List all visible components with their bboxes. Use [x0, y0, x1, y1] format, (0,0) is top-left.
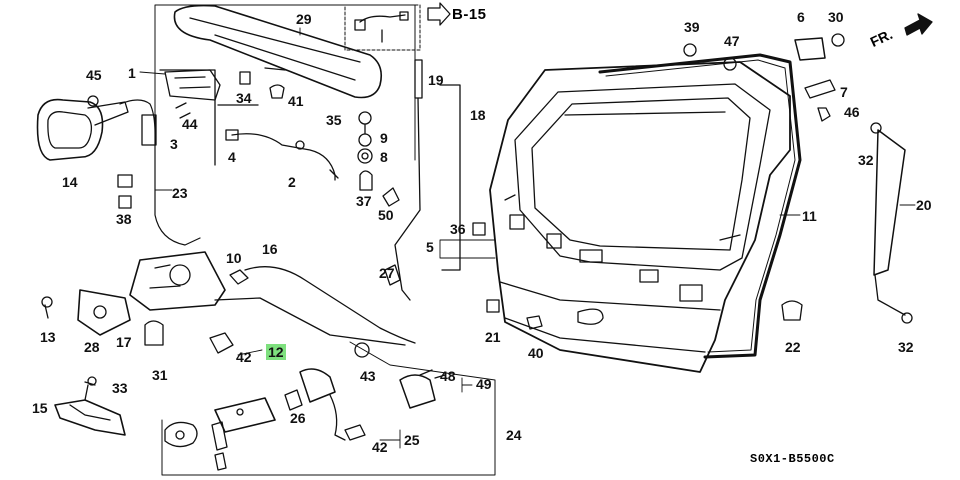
callout-3: 3: [170, 136, 178, 152]
callout-32-top: 32: [858, 152, 874, 168]
outside-handle: [36, 98, 201, 246]
diagram-code: S0X1-B5500C: [750, 452, 835, 466]
callout-30: 30: [828, 9, 844, 25]
callout-7: 7: [840, 84, 848, 100]
actuator-rod: [225, 129, 339, 181]
callout-28: 28: [84, 339, 100, 355]
callout-31: 31: [152, 367, 168, 383]
callout-33: 33: [112, 380, 128, 396]
callout-47: 47: [724, 33, 740, 49]
callout-36: 36: [450, 221, 466, 237]
callout-6: 6: [797, 9, 805, 25]
callout-40: 40: [528, 345, 544, 361]
callout-27: 27: [379, 265, 395, 281]
cylinder-group-box: [161, 341, 496, 476]
callout-20: 20: [916, 197, 932, 213]
callout-5: 5: [426, 239, 434, 255]
callout-15: 15: [32, 400, 48, 416]
callout-9: 9: [380, 130, 388, 146]
latch-bracket: [54, 376, 126, 436]
callout-29: 29: [296, 11, 312, 27]
bumpers: [472, 222, 803, 330]
leader-lines: [139, 27, 916, 449]
callout-37: 37: [356, 193, 372, 209]
handle-bracket: [159, 69, 259, 166]
callout-22: 22: [785, 339, 801, 355]
switch-parts: [87, 95, 133, 209]
callout-26: 26: [290, 410, 306, 426]
callout-24: 24: [506, 427, 522, 443]
callout-10: 10: [226, 250, 242, 266]
callout-43: 43: [360, 368, 376, 384]
callout-49: 49: [476, 376, 492, 392]
tailgate-panel: [489, 61, 791, 373]
callout-14: 14: [62, 174, 78, 190]
lock-cylinder: [164, 342, 446, 471]
callout-25: 25: [404, 432, 420, 448]
callout-11: 11: [802, 208, 817, 224]
callout-18: 18: [470, 107, 486, 123]
callout-42-lower: 42: [372, 439, 388, 455]
latch-assembly: [41, 251, 416, 354]
lock-rod: [384, 59, 461, 301]
callout-19: 19: [428, 72, 444, 88]
callout-44: 44: [182, 116, 198, 132]
gas-strut: [870, 122, 913, 324]
callout-4: 4: [228, 149, 236, 165]
highlighted-callout: 12: [266, 344, 286, 360]
callout-16: 16: [262, 241, 278, 257]
fr-arrow: [904, 13, 933, 36]
callout-41: 41: [288, 93, 304, 109]
callout-39: 39: [684, 19, 700, 35]
callout-34: 34: [236, 90, 252, 106]
callout-38: 38: [116, 211, 132, 227]
callout-48: 48: [440, 368, 456, 384]
cable-connector: [354, 11, 409, 43]
callout-50: 50: [378, 207, 394, 223]
weatherstrip: [598, 53, 802, 359]
callout-8: 8: [380, 149, 388, 165]
hinge: [683, 33, 845, 122]
cable-group-box: [344, 4, 421, 51]
callout-12: 12: [266, 344, 286, 360]
b15-arrow: [427, 2, 451, 26]
callout-17: 17: [116, 334, 132, 350]
fastener-parts: [239, 71, 400, 207]
callout-42-upper: 42: [236, 349, 252, 365]
callout-1: 1: [128, 65, 136, 81]
callout-45: 45: [86, 67, 102, 83]
callout-13: 13: [40, 329, 56, 345]
reference-label: B-15: [452, 6, 487, 23]
callout-2: 2: [288, 174, 296, 190]
callout-21: 21: [485, 329, 501, 345]
callout-46: 46: [844, 104, 860, 120]
callout-23: 23: [172, 185, 188, 201]
garnish: [154, 4, 416, 161]
callout-32-bottom: 32: [898, 339, 914, 355]
callout-35: 35: [326, 112, 342, 128]
